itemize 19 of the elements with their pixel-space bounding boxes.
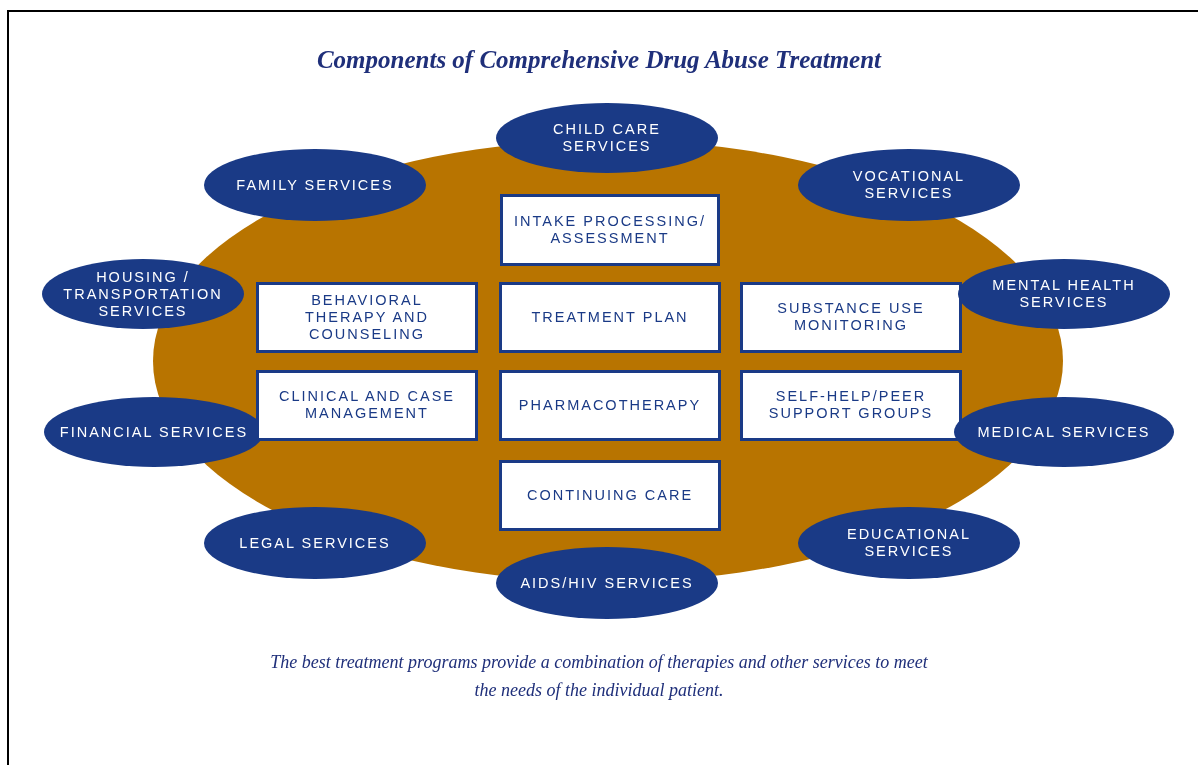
service-ellipse: FAMILY SERVICES	[204, 149, 426, 221]
caption: The best treatment programs provide a combination of therapies and other services to meet the needs of the individual patient.	[269, 651, 929, 702]
component-box: CONTINUING CARE	[499, 459, 721, 531]
component-box: INTAKE PROCESSING/ ASSESSMENT	[500, 194, 720, 266]
service-ellipse: MEDICAL SERVICES	[954, 397, 1174, 467]
service-ellipse: MENTAL HEALTH SERVICES	[958, 259, 1170, 329]
component-box: SELF-HELP/PEER SUPPORT GROUPS	[740, 369, 962, 441]
component-box: PHARMACOTHERAPY	[499, 369, 721, 441]
service-ellipse: AIDS/HIV SERVICES	[496, 547, 718, 619]
service-ellipse: LEGAL SERVICES	[204, 507, 426, 579]
service-ellipse: CHILD CARE SERVICES	[496, 103, 718, 173]
component-box: BEHAVIORAL THERAPY AND COUNSELING	[256, 281, 478, 353]
component-box: TREATMENT PLAN	[499, 281, 721, 353]
service-ellipse: VOCATIONAL SERVICES	[798, 149, 1020, 221]
service-ellipse: EDUCATIONAL SERVICES	[798, 507, 1020, 579]
service-ellipse: HOUSING / TRANSPORTATION SERVICES	[42, 259, 244, 329]
component-box: SUBSTANCE USE MONITORING	[740, 281, 962, 353]
component-box: CLINICAL AND CASE MANAGEMENT	[256, 369, 478, 441]
diagram-title: Components of Comprehensive Drug Abuse Treatment	[315, 46, 883, 74]
